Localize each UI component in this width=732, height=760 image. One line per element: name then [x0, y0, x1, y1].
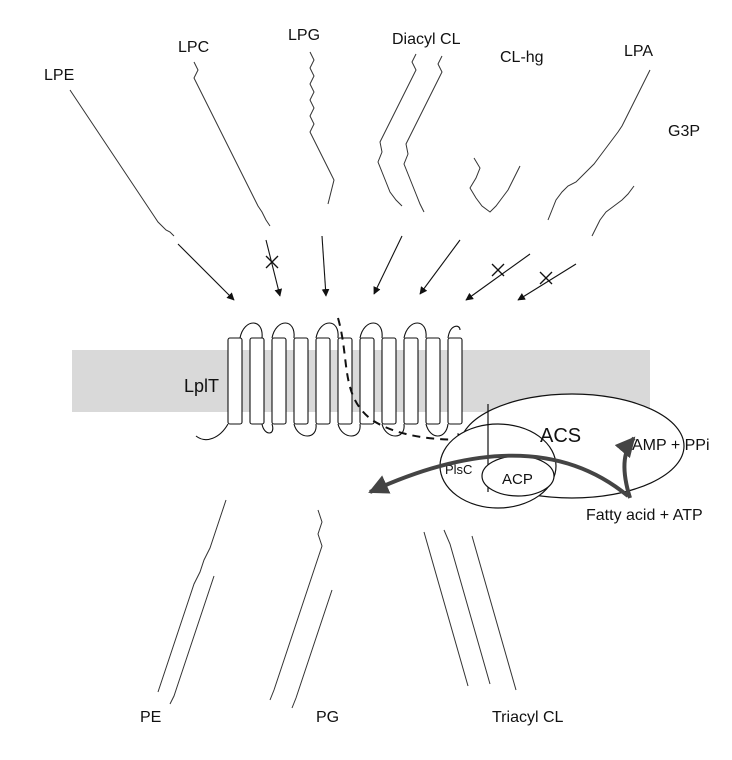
- translocation-arrow: [337, 317, 472, 447]
- lpe-molecule: [69, 89, 175, 237]
- arrow-diacyl-cl: [373, 235, 403, 295]
- pathway-arrow: [368, 453, 630, 498]
- label-g3p: G3P: [668, 123, 700, 140]
- label-lpc: LPC: [178, 39, 209, 56]
- reaction-arrow: [614, 436, 636, 499]
- label-plsc: PlsC: [445, 462, 472, 477]
- label-acp: ACP: [502, 471, 533, 488]
- arrow-lpc: [265, 239, 283, 297]
- arrow-cl-hg: [419, 239, 461, 295]
- lplt-helices: [227, 337, 463, 425]
- pe-chain-2: [169, 575, 215, 705]
- lpc-molecule: [193, 61, 271, 227]
- label-amp-ppi: AMP + PPi: [632, 437, 710, 454]
- label-diacyl-cl: Diacyl CL: [392, 31, 461, 48]
- label-lpe: LPE: [44, 67, 74, 84]
- triacyl-cl-chain-3: [471, 535, 517, 691]
- arrow-g3p: [517, 263, 577, 301]
- label-pe: PE: [140, 709, 161, 726]
- label-triacyl-cl: Triacyl CL: [492, 709, 564, 726]
- cl-hg-molecule: [469, 157, 521, 213]
- triacyl-cl-chain-2: [443, 529, 491, 685]
- arrow-lpa: [465, 253, 531, 301]
- product-molecules: [157, 499, 517, 709]
- g3p-molecule: [591, 185, 635, 237]
- arrow-lpg: [321, 235, 330, 297]
- triacyl-cl-chain-1: [423, 531, 469, 687]
- label-pg: PG: [316, 709, 339, 726]
- label-fatty-acid-atp: Fatty acid + ATP: [586, 507, 703, 524]
- label-lpa: LPA: [624, 43, 653, 60]
- pe-chain-1: [157, 499, 227, 693]
- diacyl-cl-chain-1: [377, 53, 417, 207]
- substrate-molecules: [69, 51, 651, 237]
- pg-chain-1: [269, 509, 323, 701]
- pg-chain-2: [291, 589, 333, 709]
- diacyl-cl-chain-2: [403, 55, 443, 213]
- label-lpg: LPG: [288, 27, 320, 44]
- lpg-molecule: [309, 51, 335, 205]
- block-mark-g3p: [539, 271, 553, 285]
- label-lplt: LplT: [184, 376, 219, 396]
- lpa-molecule: [547, 69, 651, 221]
- label-cl-hg: CL-hg: [500, 49, 544, 66]
- arrow-lpe: [177, 243, 235, 301]
- lplt-loops: [195, 322, 461, 441]
- block-mark-lpc: [265, 255, 279, 269]
- label-acs: ACS: [540, 425, 581, 447]
- substrate-arrows: [177, 235, 577, 301]
- block-marks: [265, 255, 553, 285]
- block-mark-lpa: [491, 263, 505, 277]
